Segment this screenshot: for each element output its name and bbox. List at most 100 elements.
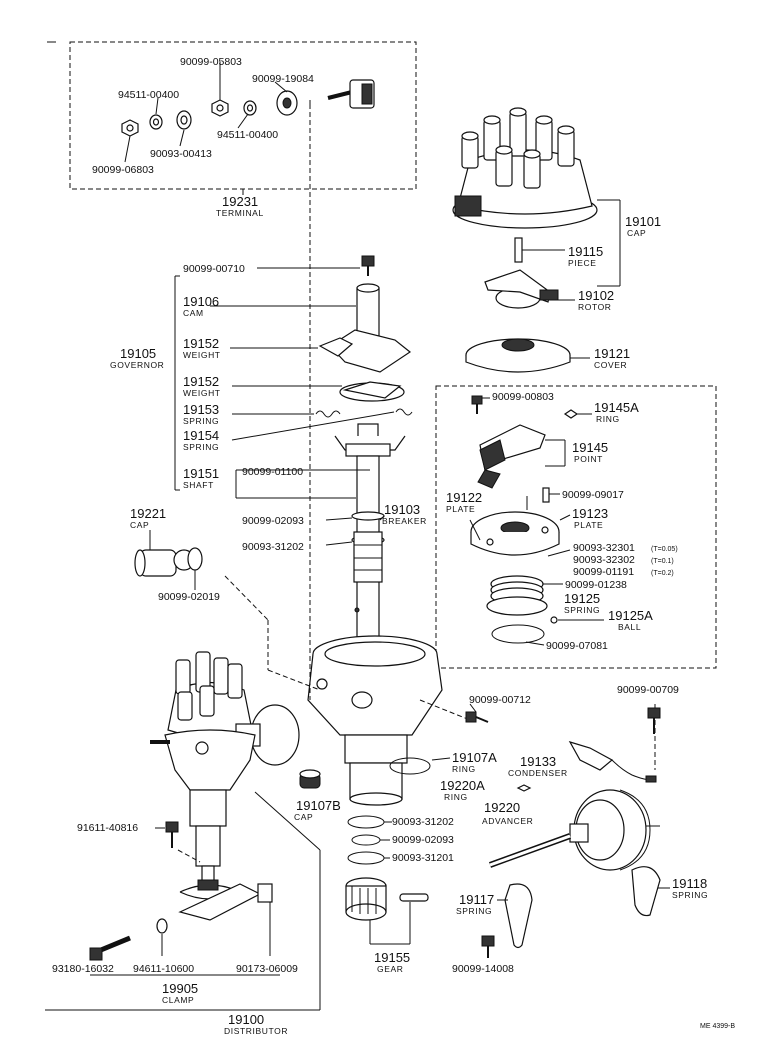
part-name-label: RING (596, 414, 620, 424)
condenser-icon (568, 741, 657, 783)
part-number-label: 19106 (183, 294, 219, 309)
part-number-label: 19133 (520, 754, 556, 769)
thickness-label: (T=0.2) (651, 570, 674, 577)
part-name-label: SPRING (183, 416, 219, 426)
part-number-label: 90099-06803 (92, 164, 154, 176)
distributor-cap-icon (452, 107, 598, 229)
weight-icon (318, 337, 354, 357)
part-number-label: 90099-00710 (183, 263, 245, 275)
part-name-label: SPRING (456, 906, 492, 916)
part-name-label: CONDENSER (508, 768, 568, 778)
bolt-icon (89, 935, 131, 961)
part-number-label: 19145 (572, 440, 608, 455)
cap-plug-icon (299, 769, 321, 789)
part-name-label: TERMINAL (216, 208, 264, 218)
distributor-assembly-icon (150, 651, 300, 900)
part-name-label: GOVERNOR (110, 360, 164, 370)
part-name-label: WEIGHT (183, 388, 221, 398)
part-number-label: 90093-32301 (573, 542, 635, 554)
part-name-label: GEAR (377, 964, 404, 974)
part-number-label: 19103 (384, 502, 420, 517)
part-number-label: 93180-16032 (52, 963, 114, 975)
part-name-label: BREAKER (382, 516, 427, 526)
part-number-label: 19231 (222, 194, 258, 209)
part-name-label: RING (452, 764, 476, 774)
part-number-label: 19107B (296, 798, 341, 813)
part-number-label: 19152 (183, 336, 219, 351)
part-name-label: SPRING (183, 442, 219, 452)
part-number-label: 90099-02093 (242, 515, 304, 527)
nut-icon (257, 883, 273, 903)
part-name-label: POINT (574, 454, 603, 464)
part-number-label: 19154 (183, 428, 219, 443)
rotor-icon (484, 269, 559, 309)
part-number-label: 19100 (228, 1012, 264, 1027)
part-number-label: 19123 (572, 506, 608, 521)
part-number-label: 19125A (608, 608, 653, 623)
part-name-label: ADVANCER (482, 816, 533, 826)
part-number-label: 94611-10600 (133, 963, 194, 975)
part-name-label: PLATE (446, 504, 475, 514)
part-name-label: CAP (294, 812, 313, 822)
part-number-label: 19118 (672, 876, 707, 891)
washer-icon (347, 851, 385, 865)
part-number-label: 90099-01238 (565, 579, 627, 591)
part-number-label: 90093-31201 (392, 852, 454, 864)
part-number-label: 90093-00413 (150, 148, 212, 160)
part-number-label: 19107A (452, 750, 497, 765)
part-name-label: SPRING (672, 890, 708, 900)
part-name-label: WEIGHT (183, 350, 221, 360)
part-name-label: PIECE (568, 258, 597, 268)
part-name-label: SPRING (564, 605, 600, 615)
part-number-label: 90099-01191 (573, 566, 634, 578)
shaft-icon (334, 423, 406, 687)
governor-plate-icon (339, 381, 405, 402)
part-number-label: 90099-00712 (469, 694, 531, 706)
pin-icon (542, 487, 550, 503)
bolt-icon (165, 821, 179, 848)
part-name-label: ROTOR (578, 302, 612, 312)
part-number-label: 90099-00803 (492, 391, 554, 403)
bolt-icon (647, 707, 661, 734)
part-number-label: 19220A (440, 778, 485, 793)
snap-ring-icon (491, 624, 545, 644)
e-ring-icon (563, 409, 579, 419)
part-number-label: 90099-19084 (252, 73, 314, 85)
part-number-label: 19151 (183, 466, 219, 481)
part-number-label: 19105 (120, 346, 156, 361)
part-number-label: 90173-06009 (236, 963, 298, 975)
part-number-label: 94511-00400 (217, 129, 278, 141)
carbon-piece-icon (514, 237, 523, 263)
part-number-label: 90093-31202 (392, 816, 454, 828)
part-number-label: 90099-05803 (180, 56, 242, 68)
breaker-plate-icon (470, 511, 560, 556)
part-number-label: 90099-07081 (546, 640, 608, 652)
part-name-label: CAP (627, 228, 646, 238)
cap-plug-icon (134, 547, 203, 577)
washer-icon (347, 815, 385, 829)
thickness-label: (T=0.05) (651, 546, 678, 553)
thickness-label: (T=0.1) (651, 558, 674, 565)
part-number-label: 90099-01100 (242, 466, 303, 478)
advancer-spring-icon (631, 866, 661, 917)
part-number-label: 19102 (578, 288, 614, 303)
drive-gear-icon (345, 877, 387, 921)
part-number-label: 19152 (183, 374, 219, 389)
part-number-label: 91611-40816 (77, 822, 138, 834)
vacuum-advancer-icon (488, 789, 660, 871)
e-ring-icon (516, 784, 532, 792)
catalog-code: ME 4399-B (700, 1023, 735, 1030)
part-number-label: 90099-02093 (392, 834, 454, 846)
part-number-label: 94511-00400 (118, 89, 179, 101)
part-name-label: CAM (183, 308, 204, 318)
part-number-label: 19153 (183, 402, 219, 417)
part-number-label: 90099-02019 (158, 591, 220, 603)
part-name-label: CLAMP (162, 995, 194, 1005)
part-name-label: SHAFT (183, 480, 214, 490)
part-number-label: 90093-31202 (242, 541, 304, 553)
part-number-label: 19115 (568, 244, 603, 259)
o-ring-icon (389, 757, 431, 775)
plate-spring-icon (486, 575, 548, 616)
